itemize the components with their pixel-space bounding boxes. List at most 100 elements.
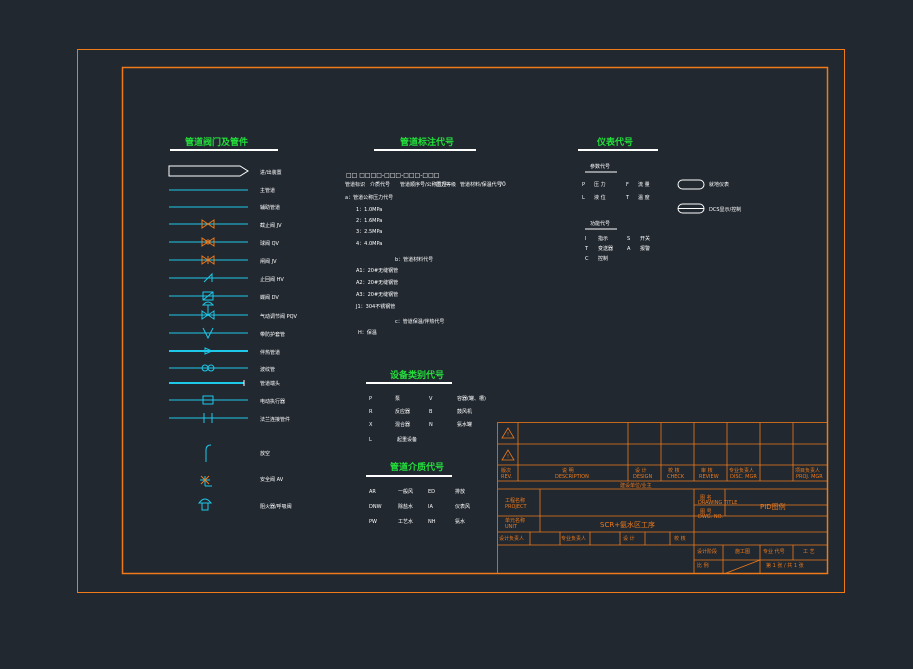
label-text: 管道端头 bbox=[260, 380, 280, 387]
label-text: 开关 bbox=[640, 235, 650, 242]
label-text: C bbox=[585, 256, 589, 262]
label-text: 工程名称 bbox=[505, 497, 525, 504]
label-text: 建设单位/业主 bbox=[620, 482, 652, 489]
label-text: 放空 bbox=[260, 450, 270, 457]
label-text: T bbox=[625, 195, 630, 201]
label-text: b：管道材料代号 bbox=[395, 256, 433, 263]
label-text: I bbox=[585, 236, 586, 242]
label-text: 阻火器/呼吸阀 bbox=[260, 503, 292, 510]
label-text: 仪表风 bbox=[455, 503, 470, 510]
label-text: IA bbox=[428, 504, 433, 510]
label-text: 排放 bbox=[455, 488, 465, 495]
label-text: 介质代号 bbox=[370, 181, 390, 188]
label-text: V bbox=[429, 396, 433, 402]
label-text: 第 1 张 / 共 1 张 bbox=[766, 562, 804, 569]
label-text: A1：20#无缝钢管 bbox=[356, 267, 398, 274]
label-text: 一般风 bbox=[398, 488, 413, 495]
label-text: 氨水罐 bbox=[457, 421, 472, 428]
label-text: 说 明 bbox=[562, 467, 574, 474]
label-text: DISC. MGR bbox=[730, 474, 757, 480]
label-text: H：保温 bbox=[358, 329, 377, 336]
label-text: 泵 bbox=[395, 396, 400, 402]
label-text: 指示 bbox=[598, 235, 608, 242]
label-text: L bbox=[369, 437, 372, 443]
label-text: 氨水 bbox=[455, 518, 465, 525]
label-text: NH bbox=[428, 519, 436, 525]
label-text: 进/出装置 bbox=[260, 169, 282, 176]
instrument-section-title: 仪表代号 bbox=[596, 136, 633, 148]
label-text: 球阀 QV bbox=[260, 240, 280, 247]
svg-text:!: ! bbox=[507, 454, 509, 460]
instrument-block: 参数代号 P 压 力 F 流 量 L 液 位 T 温 度 功能代号 I 指示 S… bbox=[582, 163, 741, 262]
title-block bbox=[497, 422, 828, 574]
label-text: 4：4.0MPa bbox=[356, 241, 382, 247]
label-text: 主管道 bbox=[260, 187, 275, 194]
label-text: a：管道公称压力代号 bbox=[345, 194, 393, 201]
valves-section-title: 管道阀门及管件 bbox=[185, 136, 248, 148]
label-text: 止回阀 HV bbox=[260, 276, 284, 283]
label-text: PW bbox=[369, 519, 377, 525]
label-text: DRAWING TITLE bbox=[698, 500, 737, 506]
label-text: 液 位 bbox=[594, 194, 606, 201]
label-text: 设 计 bbox=[623, 535, 635, 542]
label-text: PROJ. MGR bbox=[796, 474, 823, 480]
medium-section-title: 管道介质代号 bbox=[390, 461, 444, 473]
label-text: 温 度 bbox=[638, 194, 650, 201]
label-text: 安全阀 AV bbox=[260, 476, 284, 483]
label-text: 图 名 bbox=[700, 494, 712, 501]
label-text: 控制 bbox=[598, 255, 608, 262]
svg-text:!: ! bbox=[507, 432, 509, 438]
title-block-marks: ! ! bbox=[501, 427, 515, 461]
label-text: A3：20#无缝钢管 bbox=[356, 291, 398, 298]
label-text: 1：1.0MPa bbox=[356, 207, 382, 213]
local-instrument-symbol bbox=[677, 179, 705, 190]
label-text: CHECK bbox=[667, 474, 685, 480]
label-text: P bbox=[369, 396, 372, 402]
label-text: T bbox=[584, 246, 589, 252]
label-text: 除盐水 bbox=[398, 503, 413, 510]
label-text: DESIGN bbox=[633, 474, 653, 480]
label-text: 气动调节阀 PQV bbox=[260, 313, 298, 320]
label-text: /0 bbox=[500, 181, 506, 188]
label-text: 工艺水 bbox=[398, 518, 413, 525]
label-text: 版次 bbox=[501, 467, 511, 474]
label-text: 管道标识 bbox=[345, 181, 365, 188]
label-text: REVIEW bbox=[699, 474, 719, 480]
label-text: 压 力 bbox=[594, 181, 606, 188]
label-text: R bbox=[369, 409, 373, 415]
label-text: A2：20#无缝钢管 bbox=[356, 279, 398, 286]
label-text: 专业负责人 bbox=[729, 467, 754, 474]
label-text: 容器(罐、槽) bbox=[457, 395, 486, 402]
label-text: 图 号 bbox=[700, 509, 712, 515]
outer-frame bbox=[77, 49, 845, 593]
label-text: REV. bbox=[501, 474, 512, 480]
label-text: 项目负责人 bbox=[795, 467, 820, 474]
label-text: S bbox=[627, 236, 630, 242]
label-text: 管道顺序号/公称直径 bbox=[400, 181, 447, 188]
label-text: c：管道保温/伴热代号 bbox=[395, 318, 444, 325]
label-text: N bbox=[429, 422, 433, 428]
label-text: 闸阀 JV bbox=[260, 258, 277, 265]
label-text: X bbox=[369, 422, 373, 428]
line-no-pattern: □□ □□□□-□□□-□□□-□□□ bbox=[346, 172, 439, 179]
label-text: UNIT bbox=[505, 524, 518, 530]
label-text: 变送器 bbox=[598, 245, 613, 252]
label-text: 比 例 bbox=[697, 562, 709, 569]
equipment-block: P 泵 V 容器(罐、槽) R 反应器 B 鼓风机 X 混合器 N 氨水罐 L … bbox=[369, 395, 486, 443]
label-text: 设 计 bbox=[635, 467, 647, 474]
label-text: 流 量 bbox=[638, 181, 650, 188]
label-text: DESCRIPTION bbox=[555, 474, 589, 480]
unit-name: SCR+氨水区工序 bbox=[600, 520, 655, 529]
label-text: 校 核 bbox=[674, 535, 686, 542]
label-text: 施工图 bbox=[735, 548, 750, 555]
label-text: 就地仪表 bbox=[709, 181, 729, 188]
label-text: DWG. NO. bbox=[698, 514, 723, 520]
drawing-name: PID图例 bbox=[760, 502, 786, 511]
label-text: 设计阶段 bbox=[697, 548, 717, 555]
label-text: 压力等级 bbox=[436, 181, 456, 188]
label-text: 电动执行器 bbox=[260, 398, 285, 405]
label-text: 辅助管道 bbox=[260, 204, 280, 211]
label-text: 功能代号 bbox=[590, 220, 610, 227]
label-text: 审 核 bbox=[701, 467, 713, 474]
